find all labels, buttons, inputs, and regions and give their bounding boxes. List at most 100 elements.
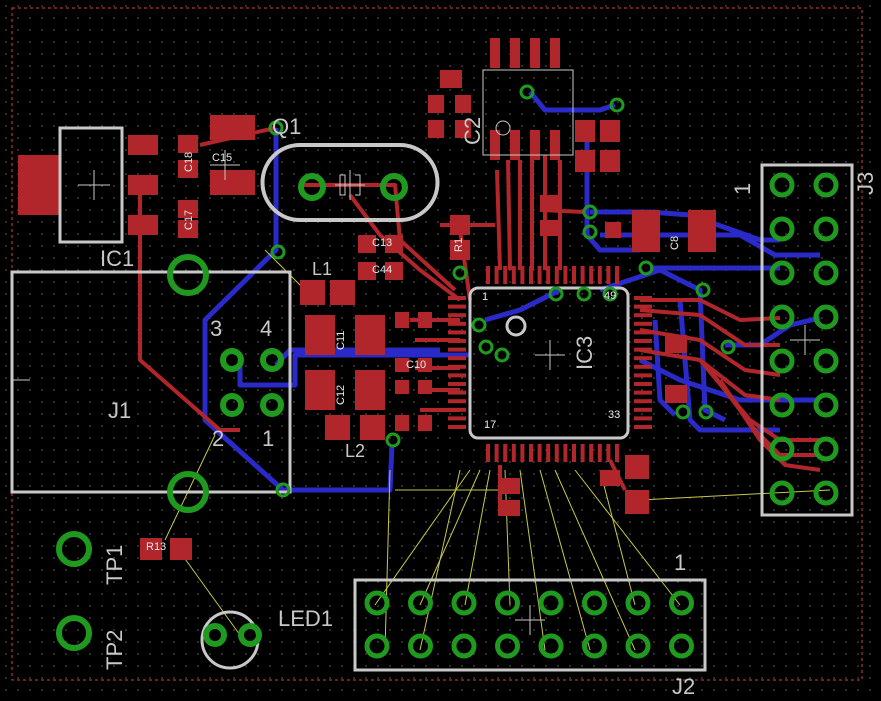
j1-pin2-label: 2 xyxy=(212,426,225,451)
j1-outline xyxy=(10,270,292,494)
ic3-pin1-label: 1 xyxy=(482,291,489,303)
j2-pad xyxy=(408,590,433,616)
ic3-pin-pads xyxy=(448,266,652,462)
ic3-pin-pad xyxy=(634,304,652,309)
ic3-pin-pad xyxy=(554,266,559,284)
ic3-pin-pad xyxy=(529,444,533,462)
c13-label: C13 xyxy=(372,237,393,249)
ic3-pin-pad xyxy=(606,444,611,462)
ic3-pin-pad xyxy=(537,444,542,462)
ic3-pin-pad xyxy=(634,330,652,335)
ic3-pin-pad xyxy=(448,304,466,309)
j2-pads xyxy=(364,590,694,659)
ic3-pin-pad xyxy=(503,266,508,284)
ic3-outline xyxy=(468,286,630,440)
ic3-pin-pad xyxy=(563,266,568,284)
j3-outline xyxy=(760,163,854,517)
j3-pin1-label: 1 xyxy=(730,182,755,195)
ic1-label: IC1 xyxy=(100,246,135,271)
c18-label: C18 xyxy=(183,151,195,172)
j1-label: J1 xyxy=(108,398,132,423)
silkscreen xyxy=(10,69,854,672)
j2-pad xyxy=(669,633,694,659)
ic3-pin-pad xyxy=(615,266,619,284)
j2-label: J2 xyxy=(672,674,696,699)
ic3-pin-pad xyxy=(537,266,542,284)
j2-pad xyxy=(625,590,651,616)
ic3-pin-pad xyxy=(529,266,533,284)
c12-label: C12 xyxy=(335,384,347,405)
ic3-label: IC3 xyxy=(572,335,597,370)
led1-label: LED1 xyxy=(278,606,334,631)
j3-pad xyxy=(813,436,839,462)
j2-pad xyxy=(582,590,607,616)
ic3-pin-pad xyxy=(486,444,490,462)
j2-pad xyxy=(408,633,433,659)
ic3-pin-pad xyxy=(634,416,652,421)
smd-pads xyxy=(18,38,716,560)
tp2-label: TP2 xyxy=(102,629,127,670)
j3-pad xyxy=(813,216,839,242)
ic3-pin-pad xyxy=(563,444,568,462)
ic3-pin-pad xyxy=(448,373,466,378)
ic3-pin-pad xyxy=(448,347,466,352)
j1-pin1-label: 1 xyxy=(262,426,275,451)
ic3-pin-pad xyxy=(572,444,576,462)
j3-pad xyxy=(813,480,839,506)
j3-pad xyxy=(769,436,795,462)
ic3-pin-pad xyxy=(554,444,559,462)
ic3-pin-pad xyxy=(520,444,525,462)
ic3-pin17-label: 17 xyxy=(484,419,497,431)
l1-label: L1 xyxy=(312,259,333,279)
l2-label: L2 xyxy=(345,441,366,461)
j2-pad xyxy=(582,633,607,659)
ic3-pin-pad xyxy=(511,266,516,284)
ic3-pin-pad xyxy=(448,399,466,404)
c17-label: C17 xyxy=(183,209,195,230)
ic3-pin-pad xyxy=(589,266,594,284)
ic3-pin-pad xyxy=(634,313,652,318)
ic3-pin-pad xyxy=(634,356,652,361)
ic3-pin-pad xyxy=(546,444,551,462)
ic3-pin33-label: 33 xyxy=(608,409,621,421)
j3-pads xyxy=(769,172,839,506)
ic3-pin-pad xyxy=(634,364,652,369)
ic3-pin-pad xyxy=(634,382,652,386)
j3-pad xyxy=(769,260,795,286)
ic3-pin-pad xyxy=(448,382,466,386)
j2-pin1-label: 1 xyxy=(674,550,687,575)
ic3-pin-pad xyxy=(634,407,652,412)
j3-pad xyxy=(769,216,795,242)
j3-pad xyxy=(769,348,795,374)
j2-pad xyxy=(495,633,520,659)
ic3-pin-pad xyxy=(634,339,652,343)
tp1-label: TP1 xyxy=(102,544,127,585)
j2-pad xyxy=(625,633,651,659)
ic3-pin-pad xyxy=(606,266,611,284)
ic3-pin-pad xyxy=(589,444,594,462)
c15-label: C15 xyxy=(212,152,233,164)
ic3-pin-pad xyxy=(448,356,466,361)
ic3-pin-pad xyxy=(511,444,516,462)
j2-pad xyxy=(538,633,564,659)
j2-pad xyxy=(364,633,390,659)
ic3-pin-pad xyxy=(448,296,466,300)
j3-pad xyxy=(813,260,839,286)
j2-pad xyxy=(669,590,694,616)
j3-pad xyxy=(769,304,795,330)
ic3-pin-pad xyxy=(448,425,466,429)
r1-label: R1 xyxy=(453,237,465,252)
ic3-pin-pad xyxy=(546,266,551,284)
j3-pad xyxy=(813,172,839,198)
r13-label: R13 xyxy=(146,541,167,553)
ic3-pin49-label: 49 xyxy=(604,290,617,302)
j1-pin3-label: 3 xyxy=(210,316,223,341)
j3-pad xyxy=(813,392,839,418)
ic3-pin-pad xyxy=(503,444,508,462)
ic3-pin-pad xyxy=(448,390,466,395)
ic3-pin-pad xyxy=(634,425,652,429)
ic3-pin-pad xyxy=(634,399,652,404)
ic3-pin-pad xyxy=(520,266,525,284)
